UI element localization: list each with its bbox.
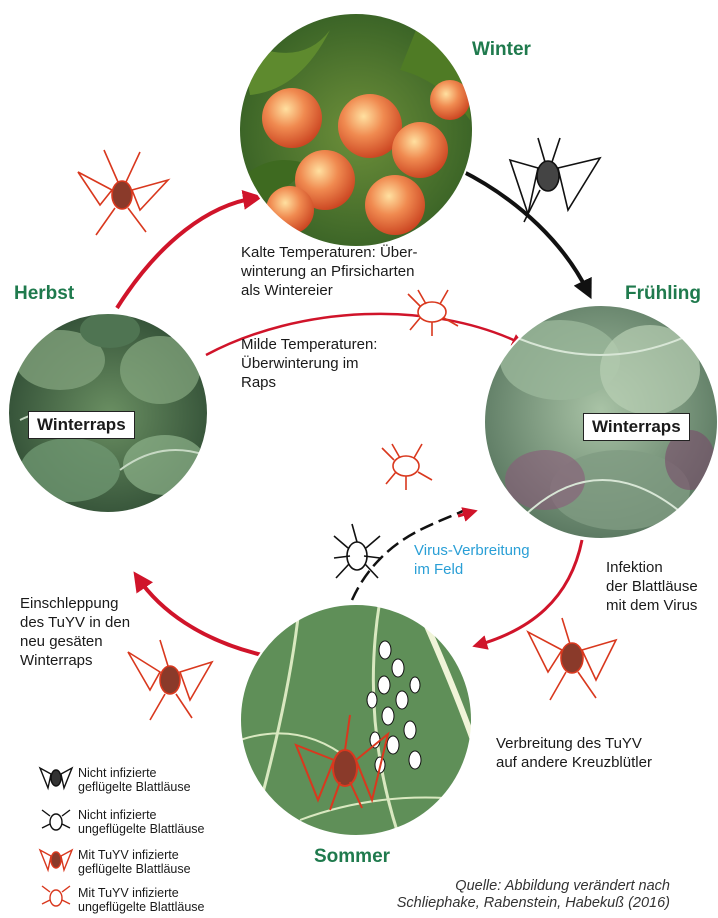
annotation-spread-tuyv: Verbreitung des TuYV auf andere Kreuzblü… [496, 734, 652, 772]
legend-item: Mit TuYV infizierte ungeflügelte Blattlä… [40, 886, 250, 918]
legend-item: Nicht infizierte ungeflügelte Blattläuse [40, 808, 250, 840]
legend-item: Nicht infizierte geflügelte Blattläuse [40, 766, 250, 798]
summer-leaf-image [238, 600, 480, 840]
winged-aphid-red-autumn [78, 150, 168, 235]
legend-text: Mit TuYV infizierte ungeflügelte Blattlä… [78, 886, 204, 914]
annotation-cold-temperatures: Kalte Temperaturen: Über- winterung an P… [241, 243, 417, 300]
arrow-summer-to-autumn [138, 578, 262, 655]
wingless-aphid-red-center [382, 444, 432, 490]
autumn-circle-label: Winterraps [28, 411, 135, 439]
season-winter: Winter [472, 39, 531, 61]
annotation-mild-temperatures: Milde Temperaturen: Überwinterung im Rap… [241, 335, 377, 392]
annotation-introduction: Einschleppung des TuYV in den neu gesäte… [20, 594, 130, 670]
annotation-virus-spread: Virus-Verbreitung im Feld [414, 541, 530, 579]
season-spring: Frühling [625, 283, 701, 305]
legend-text: Nicht infizierte ungeflügelte Blattläuse [78, 808, 204, 836]
winter-peach-image [235, 10, 480, 255]
annotation-infection: Infektion der Blattläuse mit dem Virus [606, 558, 698, 615]
spring-circle-label: Winterraps [583, 413, 690, 441]
legend-item: Mit TuYV infizierte geflügelte Blattläus… [40, 848, 250, 880]
wingless-aphid-black-center [334, 524, 380, 578]
source-citation: Quelle: Abbildung verändert nach Schliep… [397, 878, 670, 912]
arrow-autumn-to-winter [117, 198, 255, 308]
season-autumn: Herbst [14, 283, 74, 305]
winged-aphid-red-left [128, 640, 212, 720]
legend-text: Nicht infizierte geflügelte Blattläuse [78, 766, 191, 794]
legend-text: Mit TuYV infizierte geflügelte Blattläus… [78, 848, 191, 876]
season-summer: Sommer [314, 846, 390, 868]
winged-aphid-red-right [528, 618, 616, 700]
arrow-winter-to-spring [460, 170, 588, 292]
